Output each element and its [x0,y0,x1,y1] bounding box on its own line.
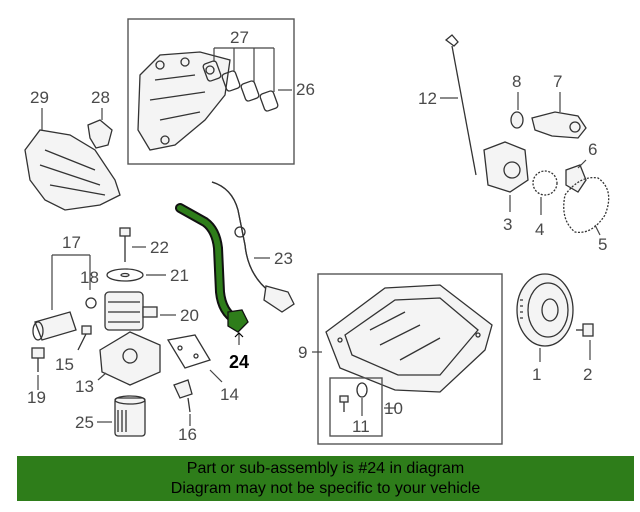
drain-plug-part[interactable] [339,382,368,412]
callout-4: 4 [535,220,544,239]
banner-line-1: Part or sub-assembly is #24 in diagram [186,459,465,477]
callout-18: 18 [80,268,99,287]
callout-12: 12 [418,89,437,108]
gasket-14-part[interactable] [166,334,211,369]
callout-25: 25 [75,413,94,432]
oil-pump-part[interactable] [483,141,529,193]
oil-pan-part[interactable] [325,284,493,393]
intake-manifold-frame [127,18,295,165]
filter-housing-part[interactable] [99,331,161,386]
callout-9: 9 [298,343,307,362]
callout-11: 11 [352,417,370,436]
crank-pulley-part[interactable] [516,273,574,347]
callout-13: 13 [75,377,94,396]
pickup-tube-part[interactable] [211,181,295,313]
callout-2: 2 [583,365,592,384]
tensioner-part[interactable] [565,164,587,193]
cover-part[interactable] [531,111,587,139]
callout-17: 17 [62,233,81,252]
callout-5: 5 [598,235,607,254]
pulley-bolt-part[interactable] [576,323,594,337]
callout-27: 27 [230,28,249,47]
callout-16: 16 [178,425,197,444]
intake-gaskets-part[interactable] [202,60,279,112]
callout-3: 3 [503,215,512,234]
sprocket-part[interactable] [532,170,558,196]
banner-line-2: Diagram may not be specific to your vehi… [170,479,481,497]
intake-manifold-part[interactable] [137,51,231,151]
bolt-19-part[interactable] [31,347,45,372]
adapter-part[interactable] [32,311,77,341]
callout-26: 26 [296,80,315,99]
callout-21: 21 [170,266,189,285]
callout-29: 29 [30,88,49,107]
oil-cooler-part[interactable] [104,291,158,331]
chain-part[interactable] [563,176,610,234]
callout-20: 20 [180,306,199,325]
callout-7: 7 [553,72,562,91]
info-banner: Part or sub-assembly is #24 in diagram D… [17,456,634,501]
drain-plug-frame [329,377,383,437]
callout-1: 1 [532,365,541,384]
oil-pan-frame [317,273,503,445]
bolt-15-part[interactable] [77,325,92,351]
pressure-sensor-part[interactable] [173,379,193,413]
callout-8: 8 [512,72,521,91]
callout-6: 6 [588,140,597,159]
highlighted-part-24[interactable] [175,203,249,333]
seal-part[interactable] [85,297,97,309]
callout-22: 22 [150,238,169,257]
callout-24: 24 [229,352,249,372]
callout-15: 15 [55,355,74,374]
callout-10: 10 [384,399,403,418]
callout-19: 19 [27,388,46,407]
heat-shield-part[interactable] [24,129,121,211]
callout-23: 23 [274,249,293,268]
oil-filter-part[interactable] [114,395,146,437]
dipstick-part[interactable] [444,34,477,176]
plug-part[interactable] [510,111,524,129]
bolt-22-part[interactable] [119,227,131,262]
gasket-21-part[interactable] [106,268,144,282]
callout-28: 28 [91,88,110,107]
callout-14: 14 [220,385,239,404]
bracket-part[interactable] [87,119,113,149]
